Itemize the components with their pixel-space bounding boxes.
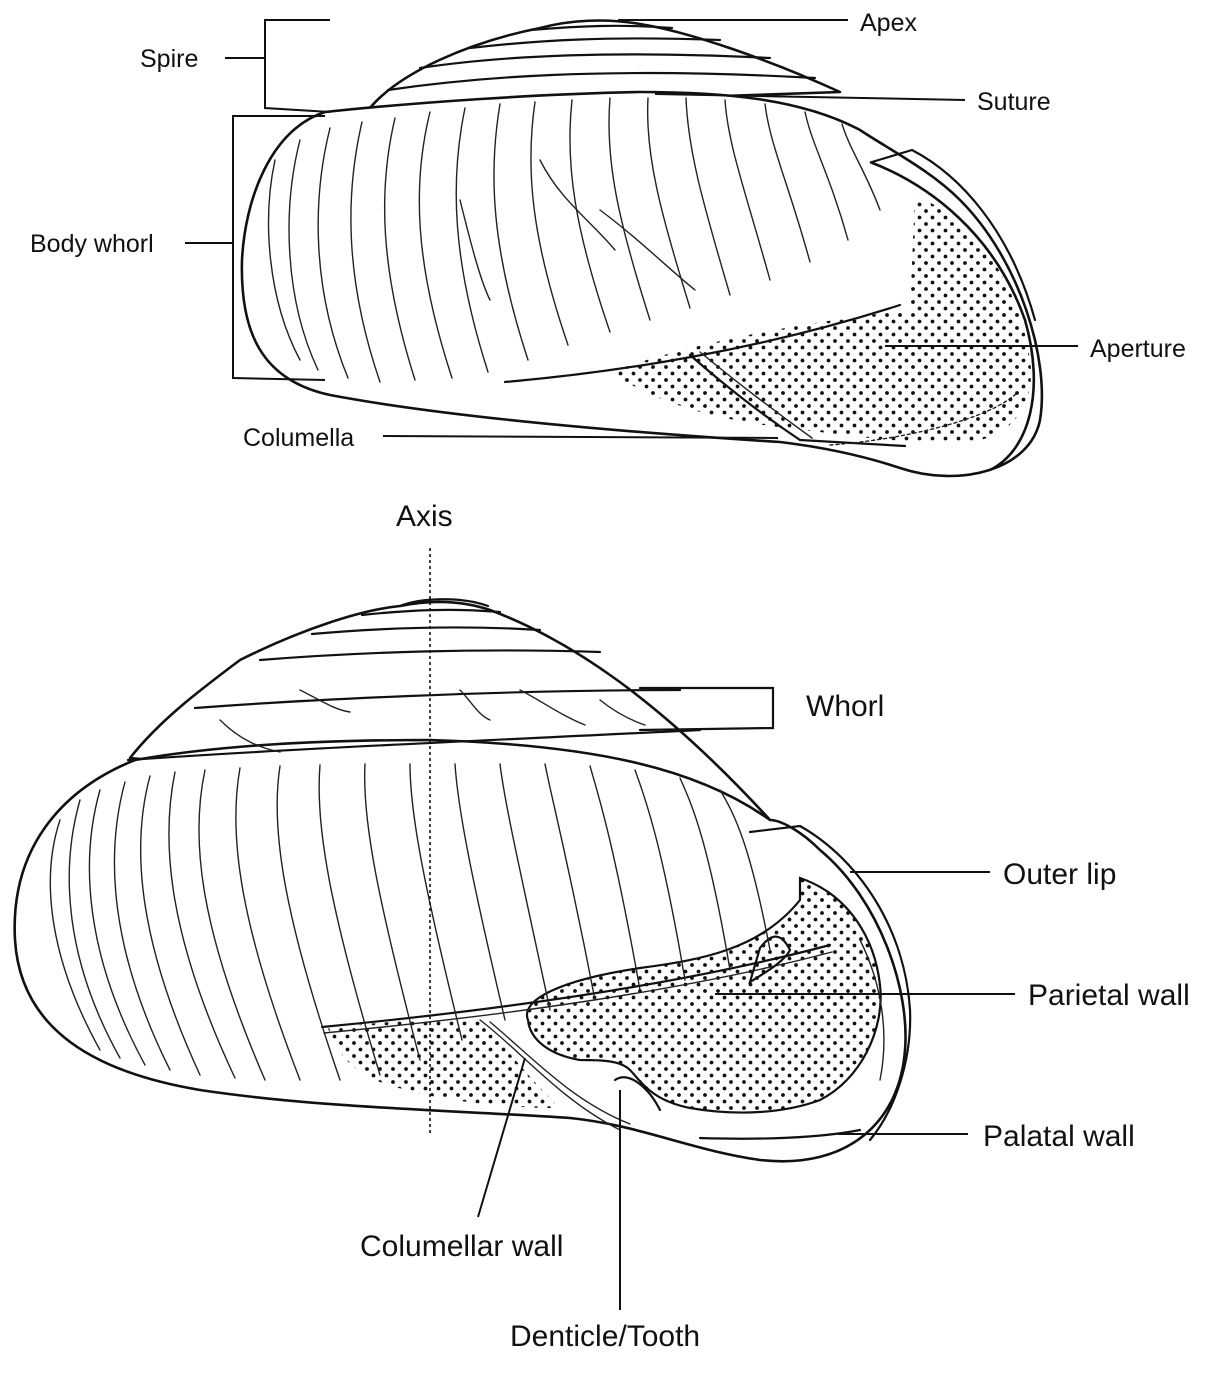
label-axis: Axis [396, 500, 453, 533]
label-outer-lip: Outer lip [1003, 858, 1116, 891]
label-aperture: Aperture [1090, 335, 1186, 363]
label-spire: Spire [140, 45, 198, 73]
label-parietal-wall: Parietal wall [1028, 979, 1190, 1012]
label-columellar-wall: Columellar wall [360, 1230, 563, 1263]
label-whorl: Whorl [806, 690, 884, 723]
label-columella: Columella [243, 424, 354, 452]
label-apex: Apex [860, 9, 917, 37]
spire-bracket [265, 20, 330, 112]
bottom-shell [15, 548, 911, 1161]
label-denticle-tooth: Denticle/Tooth [510, 1320, 700, 1353]
label-palatal-wall: Palatal wall [983, 1120, 1135, 1153]
label-body-whorl: Body whorl [30, 230, 154, 258]
top-shell [242, 21, 1042, 476]
label-suture: Suture [977, 88, 1051, 116]
